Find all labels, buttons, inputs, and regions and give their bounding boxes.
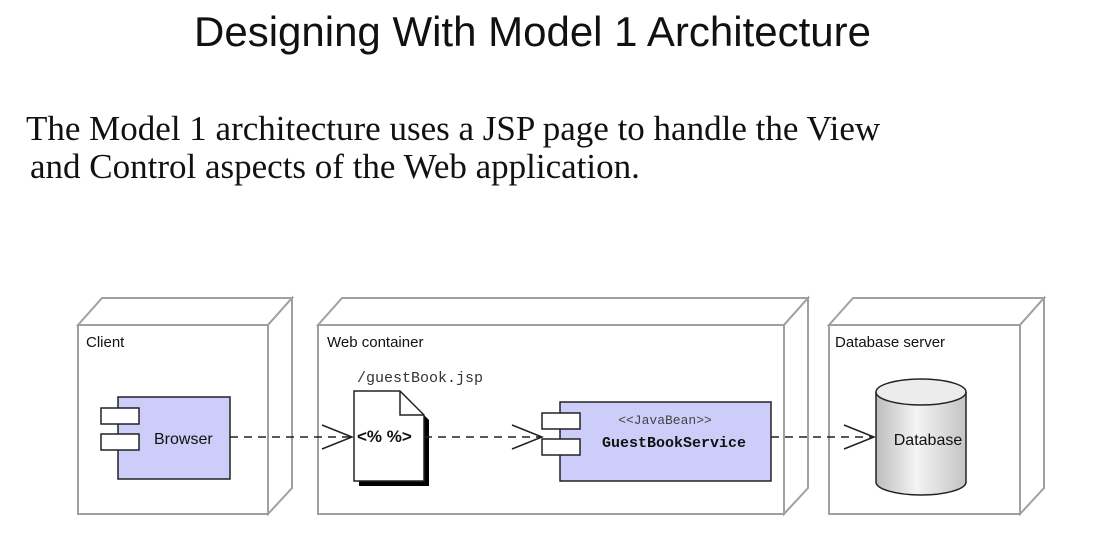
arrow-browser-to-jsp xyxy=(230,424,355,450)
javabean-component: <<JavaBean>> GuestBookService xyxy=(541,401,772,482)
dependency-arrows xyxy=(230,424,877,450)
database-icon xyxy=(875,378,967,406)
database-server-node-label: Database server xyxy=(835,334,945,351)
slide-title: Designing With Model 1 Architecture xyxy=(194,8,871,55)
subtitle-line-1: The Model 1 architecture uses a JSP page… xyxy=(26,109,881,148)
database-cylinder: Database xyxy=(875,378,967,496)
jsp-document: /guestBook.jsp <% %> xyxy=(353,370,483,486)
database-label: Database xyxy=(894,432,963,449)
component-tab-icon xyxy=(100,407,140,425)
javabean-stereotype: <<JavaBean>> xyxy=(618,413,712,428)
web-container-node-label: Web container xyxy=(327,334,423,351)
component-tab-icon xyxy=(541,412,581,430)
component-tab-icon xyxy=(100,433,140,451)
jsp-symbol: <% %> xyxy=(357,427,412,446)
arrow-jsp-to-javabean xyxy=(424,424,545,450)
document-icon xyxy=(353,390,425,482)
jsp-filename: /guestBook.jsp xyxy=(357,370,483,387)
component-tab-icon xyxy=(541,438,581,456)
slide-subtitle: The Model 1 architecture uses a JSP page… xyxy=(26,110,1106,186)
browser-component: Browser xyxy=(100,396,231,480)
subtitle-line-2: and Control aspects of the Web applicati… xyxy=(30,147,640,186)
client-node-label: Client xyxy=(86,334,125,351)
arrow-javabean-to-database xyxy=(771,424,877,450)
browser-label: Browser xyxy=(154,431,213,448)
javabean-name: GuestBookService xyxy=(602,435,746,452)
